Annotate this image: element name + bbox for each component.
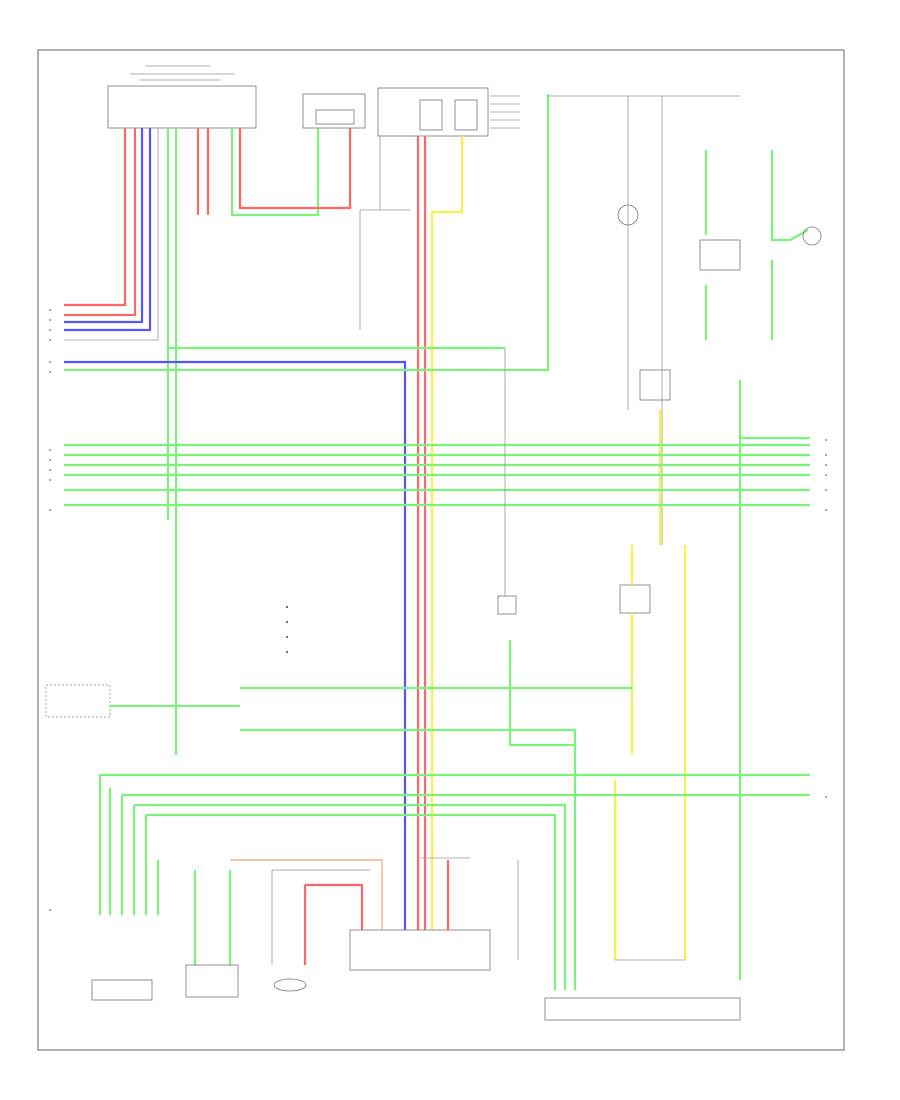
lower-green-runs (98, 640, 810, 990)
mid-sensor (497, 348, 517, 615)
right-top-section (548, 95, 809, 980)
bottom-center-module (349, 857, 491, 971)
diagram-frame (37, 49, 845, 1051)
top-left-module (107, 65, 257, 129)
right-relay (639, 239, 741, 401)
right-lower-section (613, 545, 687, 961)
top-left-module-wires (64, 128, 352, 755)
right-sensor-a (617, 204, 639, 226)
legend (286, 606, 288, 653)
center-bundle (64, 94, 550, 930)
top-mid-module (302, 93, 366, 129)
top-right-block (377, 87, 520, 137)
bottom-left-module (91, 979, 153, 1001)
bottom-right-module (544, 997, 741, 1021)
left-switch (45, 684, 111, 718)
bottom-lamp (271, 869, 370, 992)
right-edge-ticks (825, 439, 827, 798)
left-edge-ticks (49, 309, 51, 911)
bottom-seat-switch (185, 859, 383, 998)
right-sensor-b (802, 226, 822, 246)
mid-green-bus (64, 436, 810, 507)
